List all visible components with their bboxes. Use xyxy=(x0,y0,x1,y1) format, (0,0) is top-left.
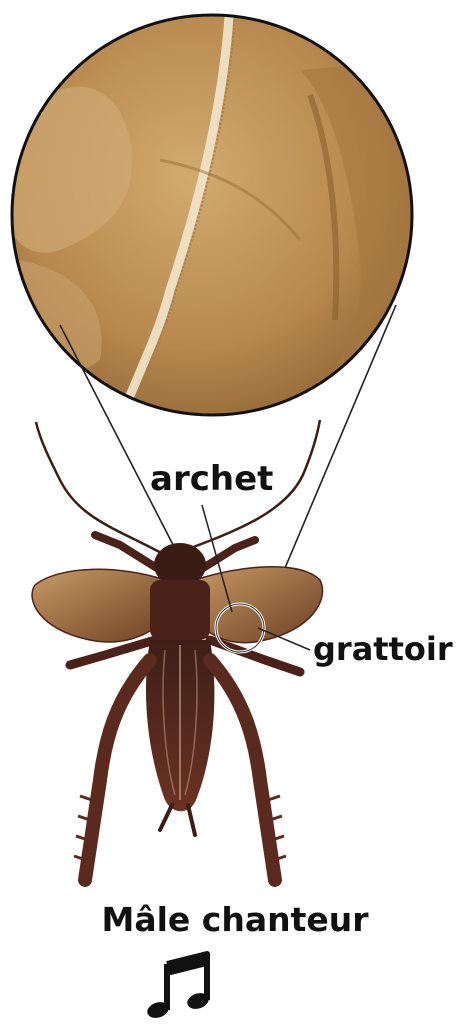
magnified-view xyxy=(10,0,420,420)
grattoir-label: grattoir xyxy=(313,633,453,665)
archet-label: archet xyxy=(150,462,273,496)
caption: Mâle chanteur xyxy=(0,903,470,936)
music-note-icon xyxy=(145,950,215,1018)
